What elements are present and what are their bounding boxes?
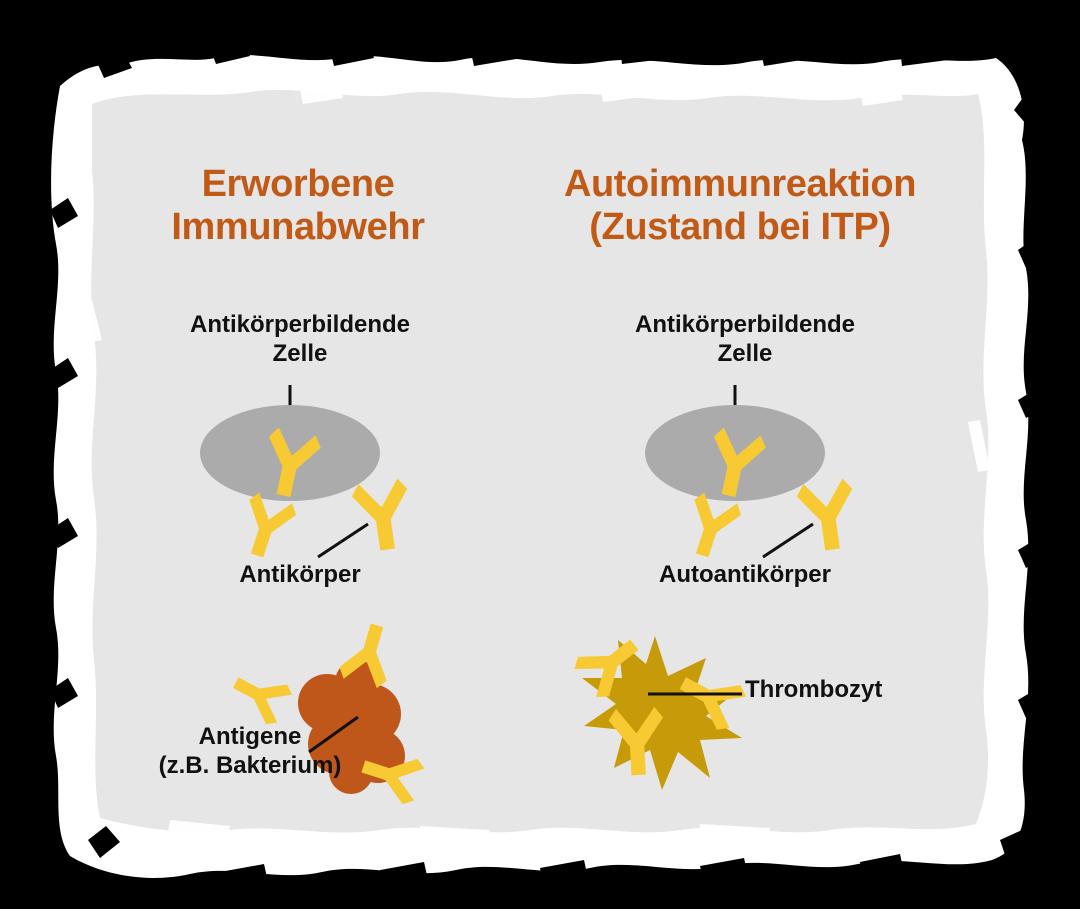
leader-line-antibody-left [317, 522, 369, 559]
label-thrombocyte: Thrombozyt [745, 676, 883, 703]
column-title-right: Autoimmunreaktion (Zustand bei ITP) [563, 163, 917, 248]
label-plasma-cell-left: Antikörperbildende Zelle [189, 311, 411, 368]
label-antigen: Antigene (z.B. Bakterium) [158, 723, 342, 780]
leader-line-antigen [308, 715, 359, 754]
label-plasma-cell-right: Antikörperbildende Zelle [634, 311, 856, 368]
leader-line-antibody-right [762, 522, 814, 559]
brush-texture-outer [50, 40, 1048, 890]
left-column-artwork [200, 385, 427, 808]
right-column-artwork [569, 385, 861, 790]
brush-texture-inner [80, 84, 990, 842]
column-title-left: Erworbene Immunabwehr [171, 163, 425, 248]
label-autoantibody-right: Autoantikörper [658, 561, 831, 588]
label-antibody-left: Antikörper [239, 561, 361, 588]
content-panel [80, 84, 990, 842]
thrombocyte-star-icon [582, 636, 742, 790]
